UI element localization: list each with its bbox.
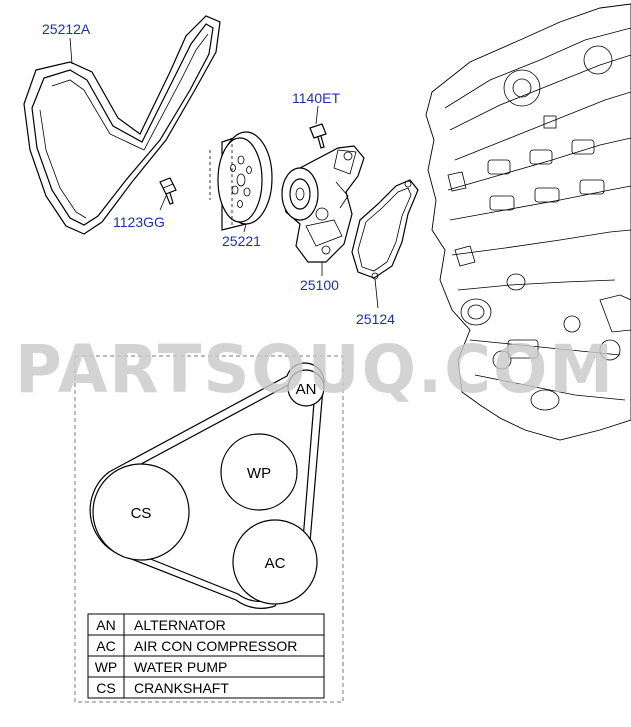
pulley-air-con-compressor — [232, 519, 318, 605]
watermark: PARTSOUQ.COM — [15, 331, 615, 408]
pulley-label-wp: WP — [247, 465, 271, 482]
pulley-label-ac: AC — [265, 555, 286, 572]
bolt-1123GG — [159, 177, 177, 205]
bolt-1140ET — [309, 123, 327, 149]
water-pump-25100 — [281, 145, 365, 263]
callout-25124: 25124 — [356, 311, 395, 327]
gasket-25124 — [351, 179, 419, 280]
callout-leaders — [69, 37, 379, 309]
legend-name: AIR CON COMPRESSOR — [134, 638, 297, 654]
callout-25100: 25100 — [300, 277, 339, 293]
engine-block-illustration — [425, 3, 631, 441]
legend-code: AC — [96, 638, 115, 654]
legend-name: WATER PUMP — [134, 659, 227, 675]
callout-25212A: 25212A — [42, 21, 91, 37]
pulley-label-cs: CS — [131, 505, 152, 522]
belt-routing-frame — [74, 355, 344, 703]
pulley-alternator — [287, 369, 325, 407]
legend-name: CRANKSHAFT — [134, 680, 229, 696]
legend-name: ALTERNATOR — [134, 617, 226, 633]
drive-belt-25212A — [23, 15, 221, 235]
pulley-label-an: AN — [296, 381, 317, 398]
legend-table: AN ALTERNATOR AC AIR CON COMPRESSOR WP W… — [87, 613, 325, 699]
pulley-crankshaft — [92, 463, 190, 561]
pulley-water-pump — [220, 433, 298, 511]
legend-code: AN — [96, 617, 115, 633]
legend-code: WP — [95, 659, 118, 675]
callout-25221: 25221 — [222, 233, 261, 249]
callout-1123GG: 1123GG — [113, 214, 165, 230]
callout-1140ET: 1140ET — [292, 90, 340, 106]
water-pump-pulley-25221 — [209, 131, 273, 231]
legend-code: CS — [96, 680, 115, 696]
